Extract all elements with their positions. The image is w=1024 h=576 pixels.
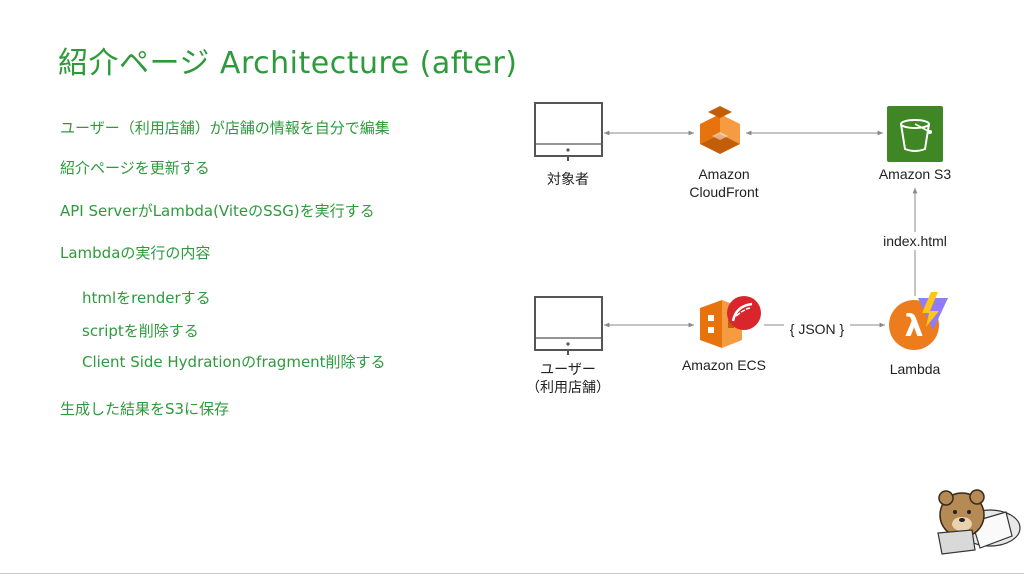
vite-logo-icon <box>918 292 948 330</box>
substep-remove-script: scriptを削除する <box>82 322 199 340</box>
json-label: { JSON } <box>784 320 850 338</box>
user-monitor-icon <box>534 296 603 355</box>
cloudfront-label-line2: CloudFront <box>689 184 759 200</box>
substep-render-html: htmlをrenderする <box>82 289 211 307</box>
svg-text:λ: λ <box>905 309 924 344</box>
target-label: 対象者 <box>547 171 589 187</box>
target-monitor-icon <box>534 102 603 161</box>
ecs-label: Amazon ECS <box>681 357 767 373</box>
cloudfront-label-line1: Amazon <box>698 166 750 182</box>
bear-mascot-image <box>937 489 1021 555</box>
s3-icon <box>887 106 943 162</box>
step-save-to-s3: 生成した結果をS3に保存 <box>60 400 230 418</box>
user-label-line2: （利用店舗） <box>526 379 610 395</box>
substep-remove-fragment: Client Side Hydrationのfragment削除する <box>82 353 386 371</box>
slide-title: 紹介ページ Architecture (after) <box>58 46 518 81</box>
footer-divider <box>0 573 1024 574</box>
s3-label: Amazon S3 <box>878 166 952 182</box>
index-html-label: index.html <box>865 232 965 250</box>
user-label-line1: ユーザー <box>540 361 596 377</box>
step-edit-store-info: ユーザー（利用店舗）が店舗の情報を自分で編集 <box>60 119 390 137</box>
lambda-label: Lambda <box>889 361 941 377</box>
rails-logo-icon <box>727 296 761 330</box>
step-update-page: 紹介ページを更新する <box>60 159 210 177</box>
step-lambda-contents: Lambdaの実行の内容 <box>60 244 211 262</box>
step-run-lambda: API ServerがLambda(ViteのSSG)を実行する <box>60 202 375 220</box>
cloudfront-icon <box>700 106 740 154</box>
